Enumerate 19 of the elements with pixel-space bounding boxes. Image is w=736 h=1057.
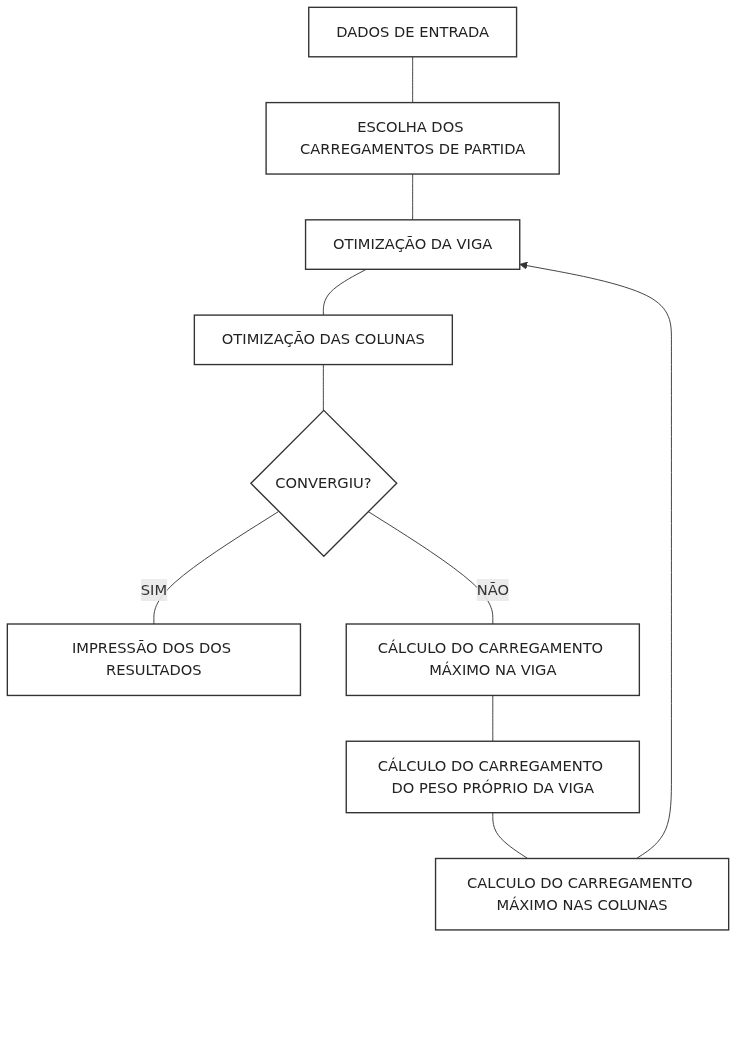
connector (322, 364, 324, 411)
node-box: DADOS DE ENTRADA (308, 6, 518, 58)
connector (412, 56, 414, 104)
node-box: CÁLCULO DO CARREGAMENTO DO PESO PRÓPRIO DA VIGA (345, 740, 641, 814)
node-box: OTIMIZAÇÃO DA VIGA (304, 219, 521, 270)
node-box: IMPRESSÃO DOS DOS RESULTADOS (6, 623, 302, 697)
connector (412, 173, 414, 221)
edge-label: NÃO (476, 580, 509, 599)
node-box: ESCOLHA DOS CARREGAMENTOS DE PARTIDA (265, 101, 560, 175)
connector (492, 695, 494, 742)
connector (322, 268, 367, 316)
edge-label: SIM (140, 580, 168, 599)
connector (367, 511, 494, 625)
node-box: OTIMIZAÇÃO DAS COLUNAS (193, 314, 454, 366)
connector (492, 812, 529, 859)
node-diamond: CONVERGIU? (249, 409, 398, 558)
connector (153, 511, 280, 625)
node-box: CÁLCULO DO CARREGAMENTO MÁXIMO NA VIGA (345, 623, 641, 697)
node-box: CALCULO DO CARREGAMENTO MÁXIMO NAS COLUNAS (434, 857, 730, 931)
